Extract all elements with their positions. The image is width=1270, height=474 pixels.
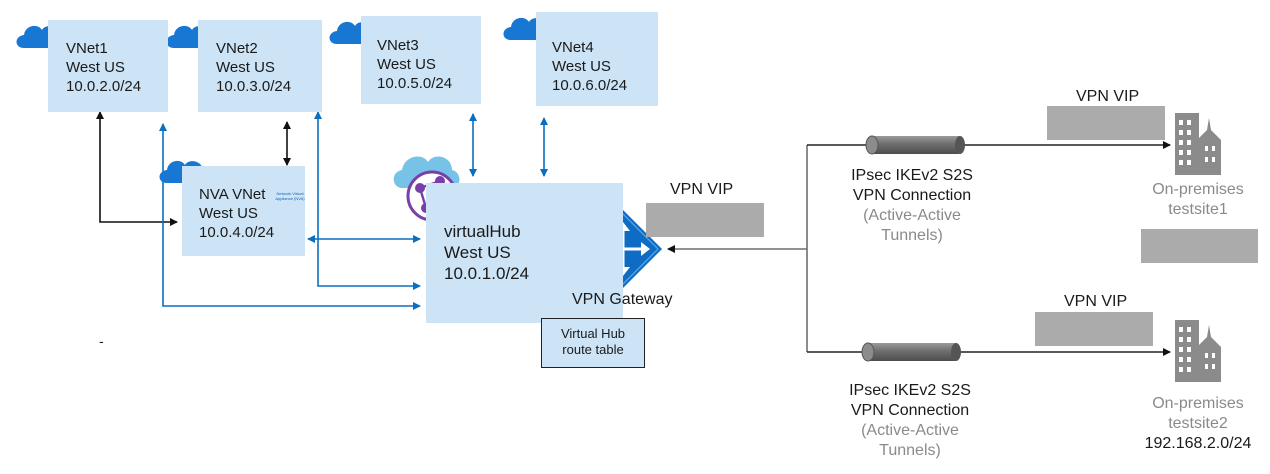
virtual-hub-box: virtualHub West US 10.0.1.0/24 [426,183,623,323]
gateway-vip-box [646,203,764,237]
site2-vip-label: VPN VIP [1064,293,1128,310]
site1-cidr-box [1141,229,1258,263]
vnet2-region: West US [216,59,275,76]
vnet2-name: VNet2 [216,40,258,57]
bottom-conn-line4: Tunnels) [879,442,941,459]
bottom-connection-label: IPsec IKEv2 S2S VPN Connection (Active-A… [830,381,990,461]
vnet1-box: VNet1 West US 10.0.2.0/24 [48,20,168,112]
vnet2-box: VNet2 West US 10.0.3.0/24 [198,20,322,112]
vnet4-region: West US [552,58,611,75]
vnet2-hub-link [314,111,421,290]
vnet3-name: VNet3 [377,37,419,54]
site2-vip-box [1035,312,1153,346]
bottom-conn-line3: (Active-Active [861,422,959,439]
site1-line2: testsite1 [1168,201,1228,218]
vnet3-region: West US [377,56,436,73]
site2-building-icon [1175,320,1221,382]
route-table-box: Virtual Hub route table [541,318,645,368]
vnet1-name: VNet1 [66,40,108,57]
nva-cidr: 10.0.4.0/24 [199,224,275,241]
site1-vip-box [1047,106,1165,140]
gateway-vip-label: VPN VIP [670,181,734,198]
vnet4-box: VNet4 West US 10.0.6.0/24 [536,12,658,106]
site1-line1: On-premises [1152,181,1244,198]
site2-line2: testsite2 [1168,415,1228,432]
top-conn-line3: (Active-Active [863,207,961,224]
nva-appliance-caption: Network Virtual Appliance (NVA) [275,191,305,201]
site2-cidr: 192.168.2.0/24 [1144,435,1252,452]
vnet3-box: VNet3 West US 10.0.5.0/24 [361,16,481,104]
vnet1-region: West US [66,59,125,76]
vnet3-cidr: 10.0.5.0/24 [377,75,453,92]
vpn-gateway-label: VPN Gateway [572,291,673,308]
vnet4-cidr: 10.0.6.0/24 [552,77,628,94]
site1-vip-label: VPN VIP [1076,88,1140,105]
site2-line1: On-premises [1152,395,1244,412]
stray-mark: - [99,333,104,349]
nva-name: NVA VNet [199,186,266,203]
bottom-conn-line2: VPN Connection [850,402,970,419]
vnet4-name: VNet4 [552,39,594,56]
hub-region: West US [444,243,511,262]
site2-label: On-premises testsite2 192.168.2.0/24 [1132,394,1264,454]
top-connection-label: IPsec IKEv2 S2S VPN Connection (Active-A… [832,166,992,246]
top-conn-line4: Tunnels) [881,227,943,244]
top-conn-line1: IPsec IKEv2 S2S [851,167,973,184]
vnet2-cidr: 10.0.3.0/24 [216,78,292,95]
nva-region: West US [199,205,258,222]
bottom-conn-line1: IPsec IKEv2 S2S [849,382,971,399]
vnet1-hub-link [159,123,421,310]
route-table-line2: route table [562,342,624,357]
site1-building-icon [1175,113,1221,175]
bottom-tunnel-pipe [861,342,961,362]
vnet1-cidr: 10.0.2.0/24 [66,78,142,95]
hub-name: virtualHub [444,222,521,241]
nva-vnet-box: NVA VNet West US 10.0.4.0/24 Network Vir… [182,166,305,256]
site1-label: On-premises testsite1 [1132,180,1264,220]
top-conn-line2: VPN Connection [852,187,972,204]
top-tunnel-pipe [865,135,965,155]
vnet1-nva-link [96,111,178,226]
hub-cidr: 10.0.1.0/24 [444,264,530,283]
route-table-line1: Virtual Hub [560,326,626,341]
